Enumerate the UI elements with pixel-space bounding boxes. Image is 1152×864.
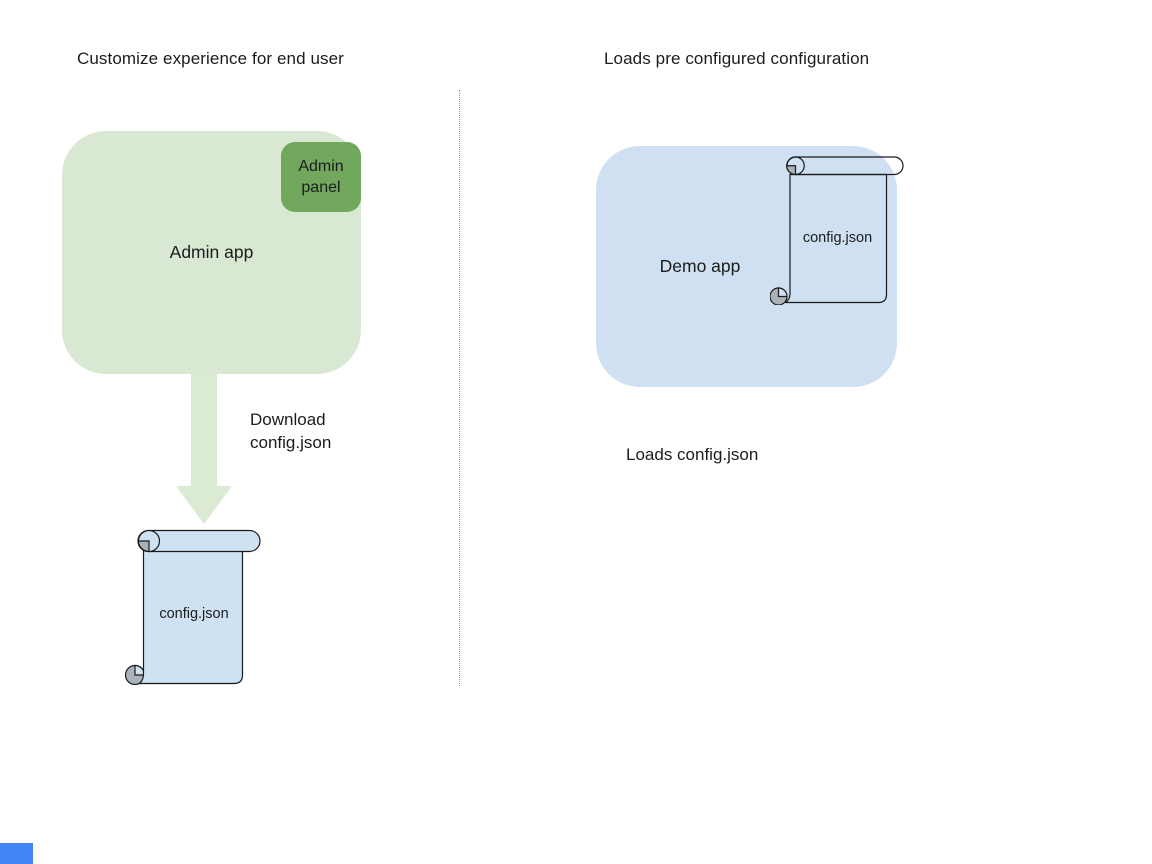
scroll-label: config.json — [159, 606, 228, 622]
download-config-label: Download config.json — [250, 410, 332, 452]
config-json-scroll-right: config.json — [770, 156, 904, 305]
download-arrow — [176, 374, 232, 524]
scroll-label: config.json — [803, 230, 872, 246]
admin-app-label: Admin app — [169, 242, 254, 262]
down-arrow-icon — [176, 374, 232, 524]
admin-panel-box: Admin panel — [281, 142, 361, 212]
config-json-scroll-left: config.json — [124, 529, 261, 686]
scroll-bottom-curl-notch — [777, 287, 788, 298]
scroll-roll-end-wedge — [137, 540, 150, 553]
demo-app-box: Demo app — [596, 146, 897, 387]
scroll-roll-end-wedge — [786, 165, 797, 176]
demo-app-label: Demo app — [659, 256, 741, 276]
right-section-title: Loads pre configured configuration — [604, 49, 870, 68]
section-divider — [459, 90, 460, 686]
scroll-body — [784, 173, 888, 304]
corner-accent — [0, 843, 33, 864]
loads-config-caption: Loads config.json — [626, 445, 759, 464]
admin-app-box: Admin app Admin panel — [62, 131, 361, 374]
scroll-body — [137, 539, 244, 685]
left-section-title: Customize experience for end user — [77, 49, 344, 68]
